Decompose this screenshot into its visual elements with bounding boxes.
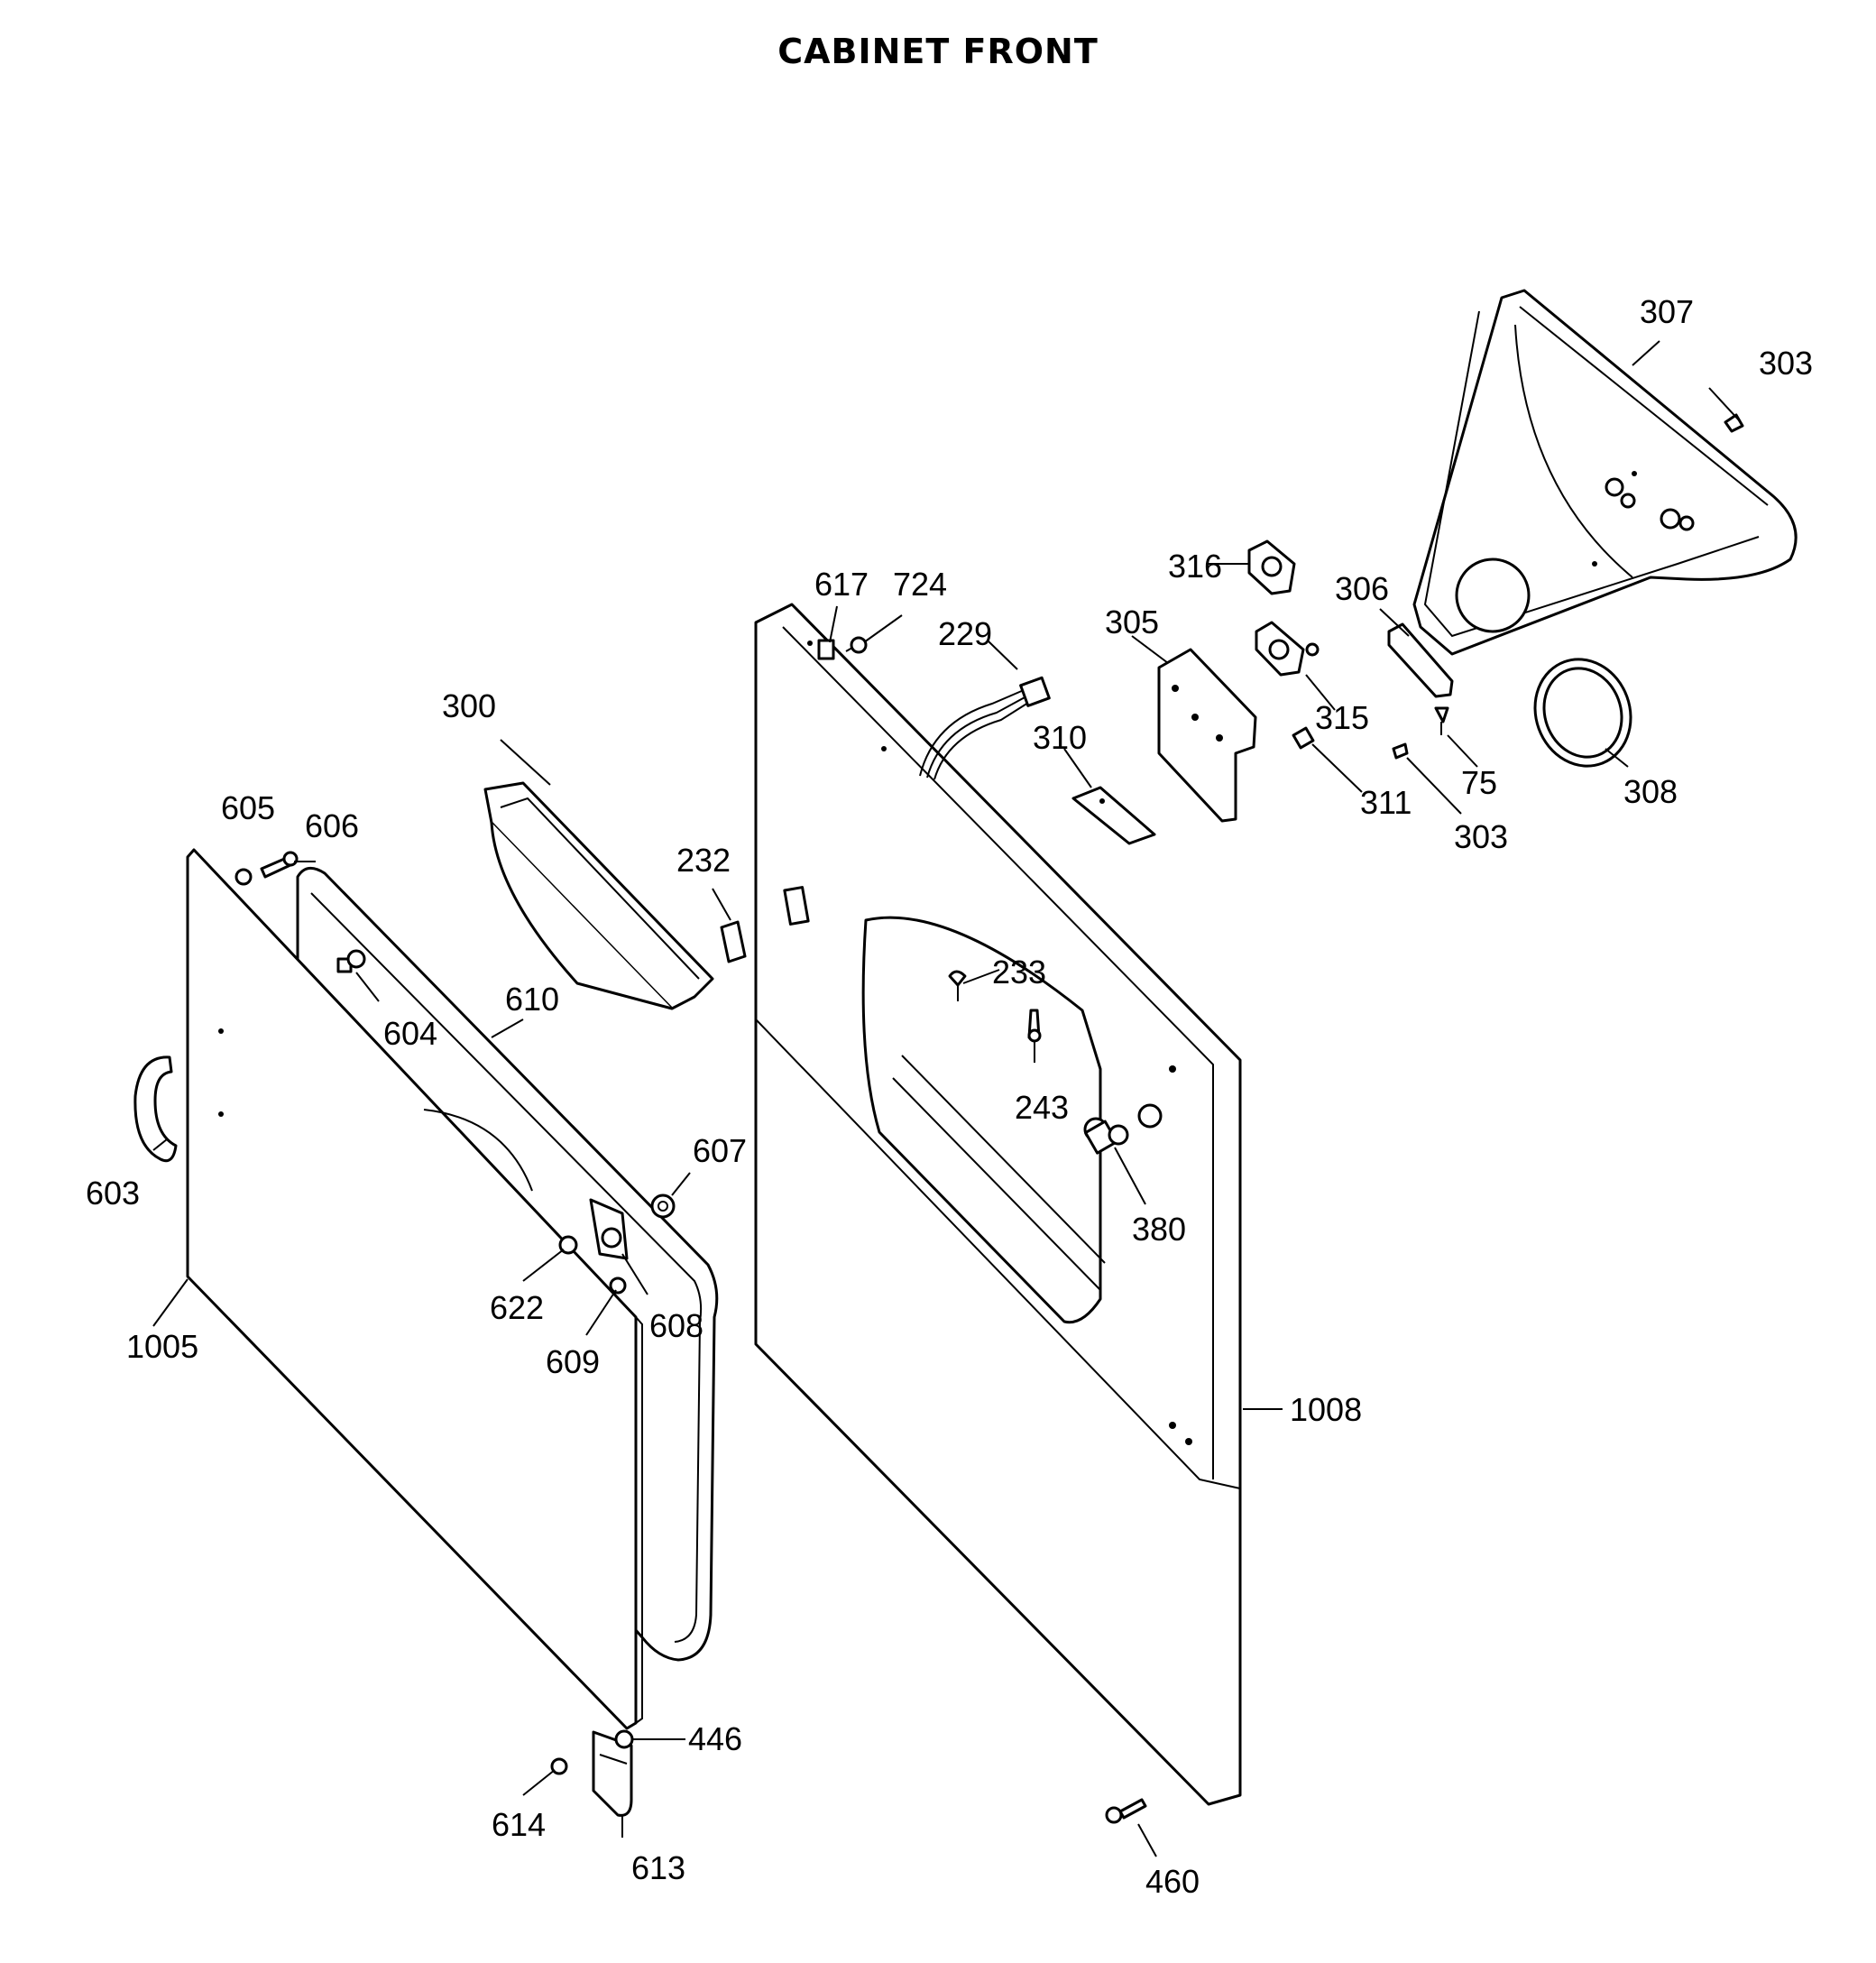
label-310: 310	[1033, 719, 1087, 756]
label-1008: 1008	[1290, 1391, 1362, 1428]
lint-duct-300	[483, 781, 714, 1010]
screw-460	[1105, 1798, 1147, 1824]
label-315: 315	[1315, 699, 1369, 736]
screw-609	[609, 1276, 627, 1295]
bracket-617	[817, 639, 835, 660]
clip-232	[720, 920, 747, 963]
door-handle-603	[133, 1055, 178, 1163]
label-724: 724	[893, 566, 947, 603]
bracket-306	[1387, 622, 1454, 698]
door-panel-1005	[186, 848, 719, 1730]
label-229: 229	[938, 615, 992, 652]
label-608: 608	[649, 1307, 704, 1344]
screw-303-upper	[1724, 413, 1744, 433]
cabinet-front-panel-1008	[754, 603, 1242, 1806]
latch-608	[589, 1198, 629, 1260]
label-610: 610	[505, 981, 559, 1018]
label-1005: 1005	[126, 1328, 198, 1365]
screw-243	[1027, 1009, 1042, 1043]
label-617: 617	[814, 566, 869, 603]
label-308: 308	[1623, 773, 1678, 810]
label-609: 609	[546, 1343, 600, 1380]
label-316: 316	[1168, 548, 1222, 585]
part-labels: 1005 603 605 606 604 610 300 232 607 622…	[86, 293, 1813, 1900]
leader-lines	[152, 340, 1742, 1857]
label-311: 311	[1360, 784, 1412, 821]
washer-607	[650, 1193, 676, 1219]
label-604: 604	[383, 1015, 437, 1052]
label-603: 603	[86, 1175, 140, 1212]
bumper-604	[336, 949, 366, 973]
label-446: 446	[688, 1720, 742, 1757]
label-622: 622	[490, 1289, 544, 1326]
label-305: 305	[1105, 604, 1159, 641]
thermostat-316	[1247, 539, 1296, 595]
label-605: 605	[221, 789, 275, 826]
screw-606	[260, 851, 299, 879]
label-303-upper: 303	[1759, 345, 1813, 382]
label-303-lower: 303	[1454, 818, 1508, 855]
label-380: 380	[1132, 1211, 1186, 1248]
label-614: 614	[492, 1806, 546, 1843]
label-300: 300	[442, 687, 496, 724]
label-607: 607	[693, 1132, 747, 1169]
wire-harness-229	[919, 676, 1051, 780]
switch-380	[1083, 1117, 1129, 1155]
screw-233	[948, 970, 967, 1001]
hinge-613	[592, 1730, 633, 1817]
label-307: 307	[1640, 293, 1694, 330]
washer-446	[614, 1729, 634, 1749]
label-460: 460	[1145, 1863, 1200, 1900]
diagram-title: CABINET FRONT	[777, 32, 1099, 71]
screw-303-lower	[1392, 742, 1409, 760]
seal-ring-308	[1533, 658, 1632, 768]
label-75: 75	[1461, 764, 1497, 801]
label-233: 233	[992, 954, 1046, 991]
washer-605	[234, 868, 253, 886]
bracket-310	[1071, 786, 1156, 845]
strike-622	[558, 1235, 578, 1255]
label-243: 243	[1015, 1089, 1069, 1126]
label-232: 232	[676, 842, 731, 879]
cover-305	[1157, 648, 1257, 823]
bulkhead-307	[1412, 289, 1798, 656]
nut-311	[1292, 726, 1315, 750]
screw-near-315	[1305, 642, 1320, 657]
label-606: 606	[305, 807, 359, 844]
thermostat-315	[1255, 621, 1305, 677]
screw-724	[845, 636, 868, 654]
screw-614	[550, 1757, 568, 1775]
label-306: 306	[1335, 570, 1389, 607]
label-613: 613	[631, 1849, 685, 1886]
screw-75	[1434, 706, 1449, 735]
